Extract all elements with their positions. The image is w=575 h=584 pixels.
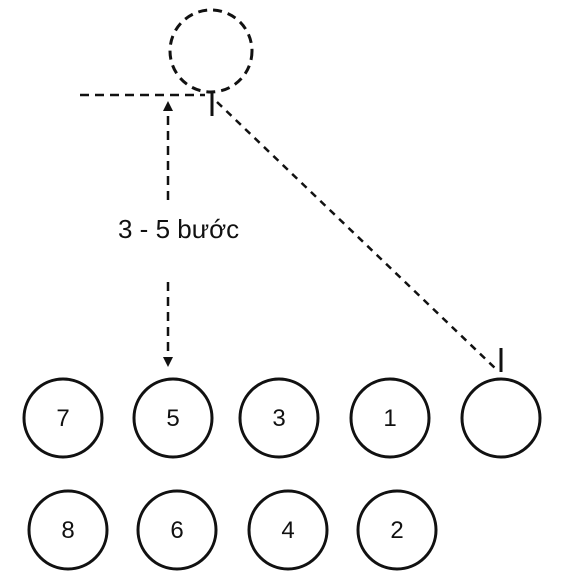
person-circle-5: 5 [132, 377, 214, 459]
person-number: 6 [170, 517, 183, 544]
person-number: 3 [272, 405, 285, 432]
person-circle-6: 6 [136, 489, 218, 571]
front-row: 7 5 3 1 [22, 377, 542, 459]
person-circle-4: 4 [247, 489, 329, 571]
person-number: 2 [390, 517, 403, 544]
person-number: 8 [61, 517, 74, 544]
person-circle-8: 8 [27, 489, 109, 571]
person-circle-1: 1 [349, 377, 431, 459]
back-row: 8 6 4 2 [27, 489, 438, 571]
leader-position-dashed-circle [168, 8, 254, 94]
person-circle-2: 2 [356, 489, 438, 571]
person-number: 4 [281, 517, 294, 544]
distance-label: 3 - 5 bước [118, 214, 239, 244]
person-circle-empty [460, 377, 542, 459]
person-circle-7: 7 [22, 377, 104, 459]
person-number: 1 [383, 405, 396, 432]
person-number: 7 [56, 405, 69, 432]
person-circle-3: 3 [238, 377, 320, 459]
person-number: 5 [166, 405, 179, 432]
movement-path-dashed-line [216, 101, 498, 371]
